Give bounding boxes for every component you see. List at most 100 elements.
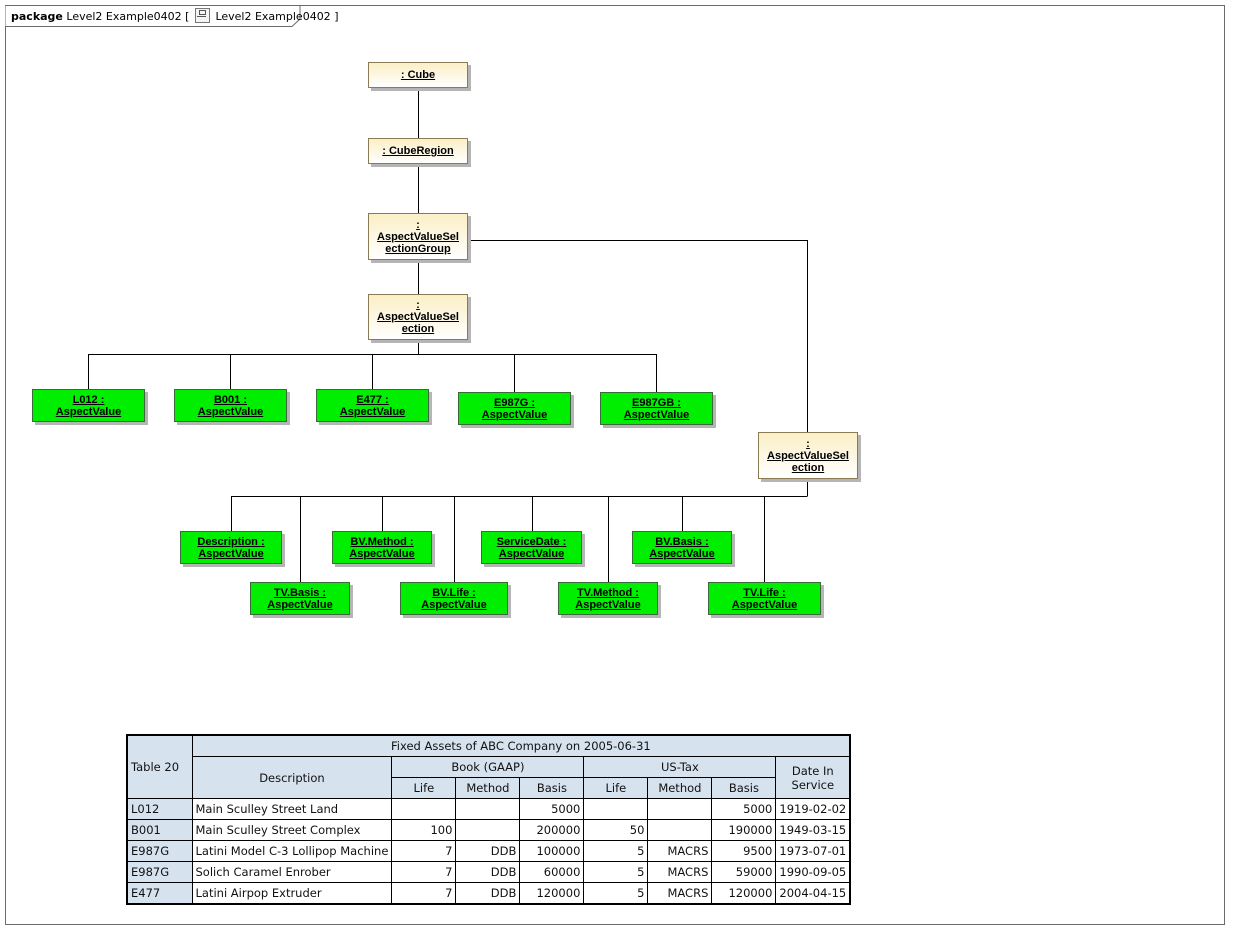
sub-header-tax-life: Life [583, 777, 649, 799]
cell-tax-basis: 5000 [711, 798, 777, 820]
cell-tax-life: 50 [583, 819, 649, 841]
sub-header-book-life: Life [391, 777, 457, 799]
cell-tax-method [647, 819, 713, 841]
aspect-value-type: AspectValue [197, 405, 264, 418]
cell-date-in-service: 1919-02-02 [775, 798, 851, 820]
cell-book-method: DDB [455, 840, 521, 862]
cube-region-node[interactable]: : CubeRegion [368, 138, 468, 164]
cell-tax-method: MACRS [647, 882, 713, 905]
cell-book-method [455, 798, 521, 820]
aspect-value-name: E987GB : [632, 396, 681, 409]
cell-tax-life: 5 [583, 840, 649, 862]
aspect-value-e477[interactable]: E477 : AspectValue [316, 389, 429, 422]
cell-book-basis: 5000 [519, 798, 585, 820]
table-label: Table 20 [126, 734, 193, 799]
cell-tax-life: 5 [583, 861, 649, 883]
aspect-value-tv-method[interactable]: TV.Method : AspectValue [558, 582, 658, 615]
aspect-value-type: AspectValue [481, 408, 548, 421]
aspect-value-name: E477 : [356, 393, 389, 406]
diagram-name: Level2 Example0402 [215, 10, 331, 23]
cube-region-node-label: : CubeRegion [382, 145, 454, 157]
cell-description: Latini Model C-3 Lollipop Machine [191, 840, 393, 862]
aspect-value-type: AspectValue [349, 547, 415, 560]
aspect-value-name: L012 : [72, 393, 105, 406]
cell-date-in-service: 1949-03-15 [775, 819, 851, 841]
selection2-label-1: : [806, 437, 810, 450]
aspect-value-name: TV.Life : [743, 586, 786, 599]
diagram-icon [194, 8, 210, 23]
aspect-value-name: Description : [197, 535, 265, 548]
diagram-frame [5, 5, 1225, 925]
aspect-value-type: AspectValue [623, 408, 690, 421]
cell-tax-method: MACRS [647, 861, 713, 883]
sub-header-book-method: Method [455, 777, 521, 799]
cell-book-method: DDB [455, 861, 521, 883]
bracket-close: ] [334, 10, 339, 23]
selection2-label-2: AspectValueSel [767, 449, 849, 462]
aspect-value-l012[interactable]: L012 : AspectValue [32, 389, 145, 422]
package-name: Level2 Example0402 [66, 10, 182, 23]
aspect-value-type: AspectValue [55, 405, 122, 418]
aspect-value-name: B001 : [213, 393, 248, 406]
fixed-assets-table: Table 20 Fixed Assets of ABC Company on … [126, 734, 852, 905]
aspect-value-e987g[interactable]: E987G : AspectValue [458, 392, 571, 425]
cell-book-life: 7 [391, 861, 457, 883]
aspect-value-name: BV.Life : [432, 586, 476, 599]
selection1-label-1: : [416, 299, 420, 311]
cell-tax-basis: 9500 [711, 840, 777, 862]
aspect-value-name: ServiceDate : [496, 535, 567, 548]
cell-book-life: 7 [391, 882, 457, 905]
header-book-gaap: Book (GAAP) [391, 756, 585, 778]
aspect-value-bv-basis[interactable]: BV.Basis : AspectValue [632, 531, 732, 564]
sub-header-tax-basis: Basis [711, 777, 777, 799]
aspect-value-name: BV.Basis : [655, 535, 709, 548]
package-tab-label: package Level2 Example0402 [ Level2 Exam… [11, 8, 338, 23]
aspect-value-name: BV.Method : [350, 535, 414, 548]
cell-row-label: B001 [126, 819, 193, 841]
aspect-value-type: AspectValue [421, 598, 487, 611]
aspect-value-type: AspectValue [731, 598, 798, 611]
aspect-value-selection-node-1[interactable]: : AspectValueSel ection [368, 294, 468, 340]
selection1-label-3: ection [401, 323, 435, 335]
cell-date-in-service: 1973-07-01 [775, 840, 851, 862]
aspect-value-type: AspectValue [198, 547, 264, 560]
aspect-value-tv-life[interactable]: TV.Life : AspectValue [708, 582, 821, 615]
cell-row-label: E477 [126, 882, 193, 905]
aspect-value-bv-method[interactable]: BV.Method : AspectValue [332, 531, 432, 564]
aspect-value-type: AspectValue [267, 598, 333, 611]
link-group-selection2 [469, 240, 808, 432]
cube-node[interactable]: : Cube [368, 62, 468, 88]
cell-book-life [391, 798, 457, 820]
selection2-label-3: ection [791, 461, 825, 474]
aspect-value-type: AspectValue [498, 547, 565, 560]
aspect-value-service-date[interactable]: ServiceDate : AspectValue [481, 531, 582, 564]
aspect-value-description[interactable]: Description : AspectValue [180, 531, 282, 564]
aspect-value-name: TV.Basis : [273, 586, 327, 599]
cell-tax-life: 5 [583, 882, 649, 905]
cell-book-life: 100 [391, 819, 457, 841]
aspect-value-b001[interactable]: B001 : AspectValue [174, 389, 287, 422]
cell-date-in-service: 1990-09-05 [775, 861, 851, 883]
aspect-value-selection-node-2[interactable]: : AspectValueSel ection [758, 432, 858, 479]
table-title: Fixed Assets of ABC Company on 2005-06-3… [191, 734, 851, 757]
aspect-value-tv-basis[interactable]: TV.Basis : AspectValue [250, 582, 350, 615]
cell-tax-life [583, 798, 649, 820]
cell-book-basis: 60000 [519, 861, 585, 883]
aspect-value-type: AspectValue [339, 405, 406, 418]
cell-book-method: DDB [455, 882, 521, 905]
aspect-value-bv-life[interactable]: BV.Life : AspectValue [400, 582, 508, 615]
cell-book-life: 7 [391, 840, 457, 862]
aspect-value-selection-group-node[interactable]: : AspectValueSel ectionGroup [368, 213, 468, 260]
aspect-value-type: AspectValue [649, 547, 715, 560]
aspect-value-e987gb[interactable]: E987GB : AspectValue [600, 392, 713, 425]
aspect-value-type: AspectValue [575, 598, 641, 611]
cell-tax-basis: 190000 [711, 819, 777, 841]
group-node-label-3: ectionGroup [385, 242, 451, 255]
cell-tax-basis: 120000 [711, 882, 777, 905]
cell-book-method [455, 819, 521, 841]
cell-description: Main Sculley Street Land [191, 798, 393, 820]
